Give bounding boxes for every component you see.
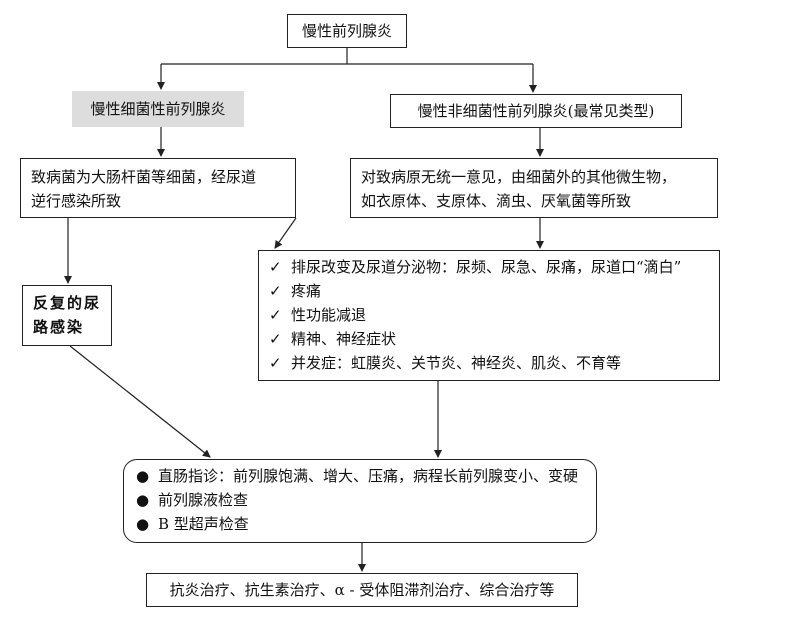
treatment-text: 抗炎治疗、抗生素治疗、α - 受体阻滞剂治疗、综合治疗等 [169,581,555,599]
bacterial-cause-line: 逆行感染所致 [31,192,122,210]
bullet-icon: ● [136,491,150,509]
symptom-text: 精神、神经症状 [291,330,397,348]
uti-line: 路感染 [33,318,85,336]
symptom-item: ✓ 性功能减退 [269,303,709,327]
nonbacterial-cause-line: 如衣原体、支原体、滴虫、厌氧菌等所致 [361,192,632,210]
bacterial-cause-box: 致病菌为大肠杆菌等细菌，经尿道 逆行感染所致 [20,158,296,218]
symptom-item: ✓ 并发症：虹膜炎、关节炎、神经炎、肌炎、不育等 [269,351,709,375]
symptom-text: 疼痛 [291,282,322,300]
symptom-item: ✓ 精神、神经症状 [269,327,709,351]
root-label: 慢性前列腺炎 [301,22,392,40]
bullet-icon: ● [136,467,150,485]
nonbacterial-title: 慢性非细菌性前列腺炎(最常见类型) [417,102,655,120]
root-box: 慢性前列腺炎 [287,14,407,48]
symptom-text: 排尿改变及尿道分泌物：尿频、尿急、尿痛，尿道口“滴白” [291,258,682,276]
diagnosis-text: B 型超声检查 [158,515,249,533]
diagnosis-text: 前列腺液检查 [158,491,249,509]
symptom-item: ✓ 疼痛 [269,279,709,303]
checkmark-icon: ✓ [269,282,282,300]
checkmark-icon: ✓ [269,330,282,348]
nonbacterial-cause-box: 对致病原无统一意见，由细菌外的其他微生物， 如衣原体、支原体、滴虫、厌氧菌等所致 [350,158,718,218]
checkmark-icon: ✓ [269,354,282,372]
uti-line: 反复的尿 [33,294,102,312]
nonbacterial-cause-line: 对致病原无统一意见，由细菌外的其他微生物， [361,168,677,186]
bacterial-title: 慢性细菌性前列腺炎 [90,100,226,118]
recurrent-uti-box: 反复的尿 路感染 [22,285,112,346]
diagnosis-item: ● 直肠指诊：前列腺饱满、增大、压痛，病程长前列腺变小、变硬 [136,464,584,488]
bullet-icon: ● [136,515,150,533]
symptom-item: ✓ 排尿改变及尿道分泌物：尿频、尿急、尿痛，尿道口“滴白” [269,255,709,279]
diagnosis-item: ● 前列腺液检查 [136,488,584,512]
bacterial-cause-line: 致病菌为大肠杆菌等细菌，经尿道 [31,168,257,186]
treatment-box: 抗炎治疗、抗生素治疗、α - 受体阻滞剂治疗、综合治疗等 [146,573,578,607]
nonbacterial-title-box: 慢性非细菌性前列腺炎(最常见类型) [390,94,682,128]
arrow-bacterial-to-symptoms [274,217,297,249]
symptom-text: 性功能减退 [291,306,367,324]
checkmark-icon: ✓ [269,306,282,324]
diagnosis-box: ● 直肠指诊：前列腺饱满、增大、压痛，病程长前列腺变小、变硬 ● 前列腺液检查 ● B… [123,459,597,543]
symptoms-box: ✓排尿改变及尿道分泌物：尿频、尿急、尿痛，尿道口“滴白” ✓疼痛 ✓性功能减退 … [258,250,720,381]
diagnosis-item: ● B 型超声检查 [136,512,584,536]
checkmark-icon: ✓ [269,258,282,276]
arrow-uti-to-diagnosis [69,345,211,458]
bacterial-title-box: 慢性细菌性前列腺炎 [72,91,244,127]
symptom-text: 并发症：虹膜炎、关节炎、神经炎、肌炎、不育等 [291,354,622,372]
diagnosis-text: 直肠指诊：前列腺饱满、增大、压痛，病程长前列腺变小、变硬 [158,467,579,485]
